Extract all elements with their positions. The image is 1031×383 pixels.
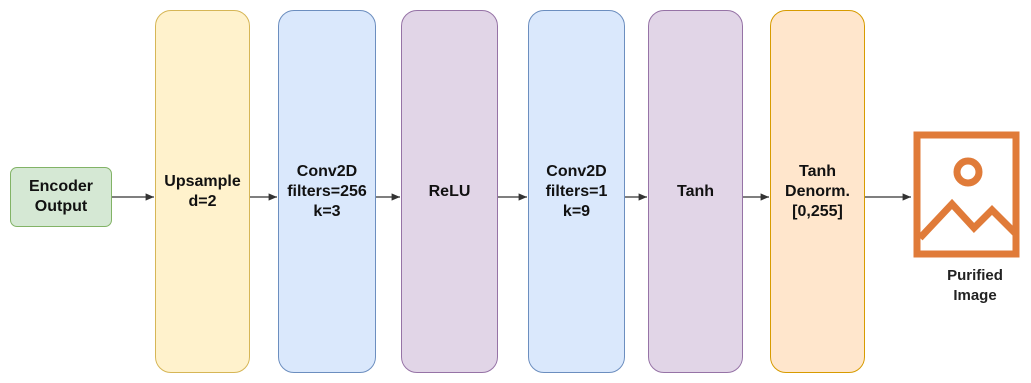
conv2d-1-node: Conv2D filters=1 k=9 xyxy=(528,10,625,373)
image-icon xyxy=(913,131,1020,258)
upsample-node: Upsample d=2 xyxy=(155,10,250,373)
tanh-denorm-node: Tanh Denorm. [0,255] xyxy=(770,10,865,373)
conv2d-256-node: Conv2D filters=256 k=3 xyxy=(278,10,376,373)
encoder-output-node: Encoder Output xyxy=(10,167,112,227)
relu-node: ReLU xyxy=(401,10,498,373)
tanh-node: Tanh xyxy=(648,10,743,373)
purified-image-label: Purified Image xyxy=(947,267,1003,304)
